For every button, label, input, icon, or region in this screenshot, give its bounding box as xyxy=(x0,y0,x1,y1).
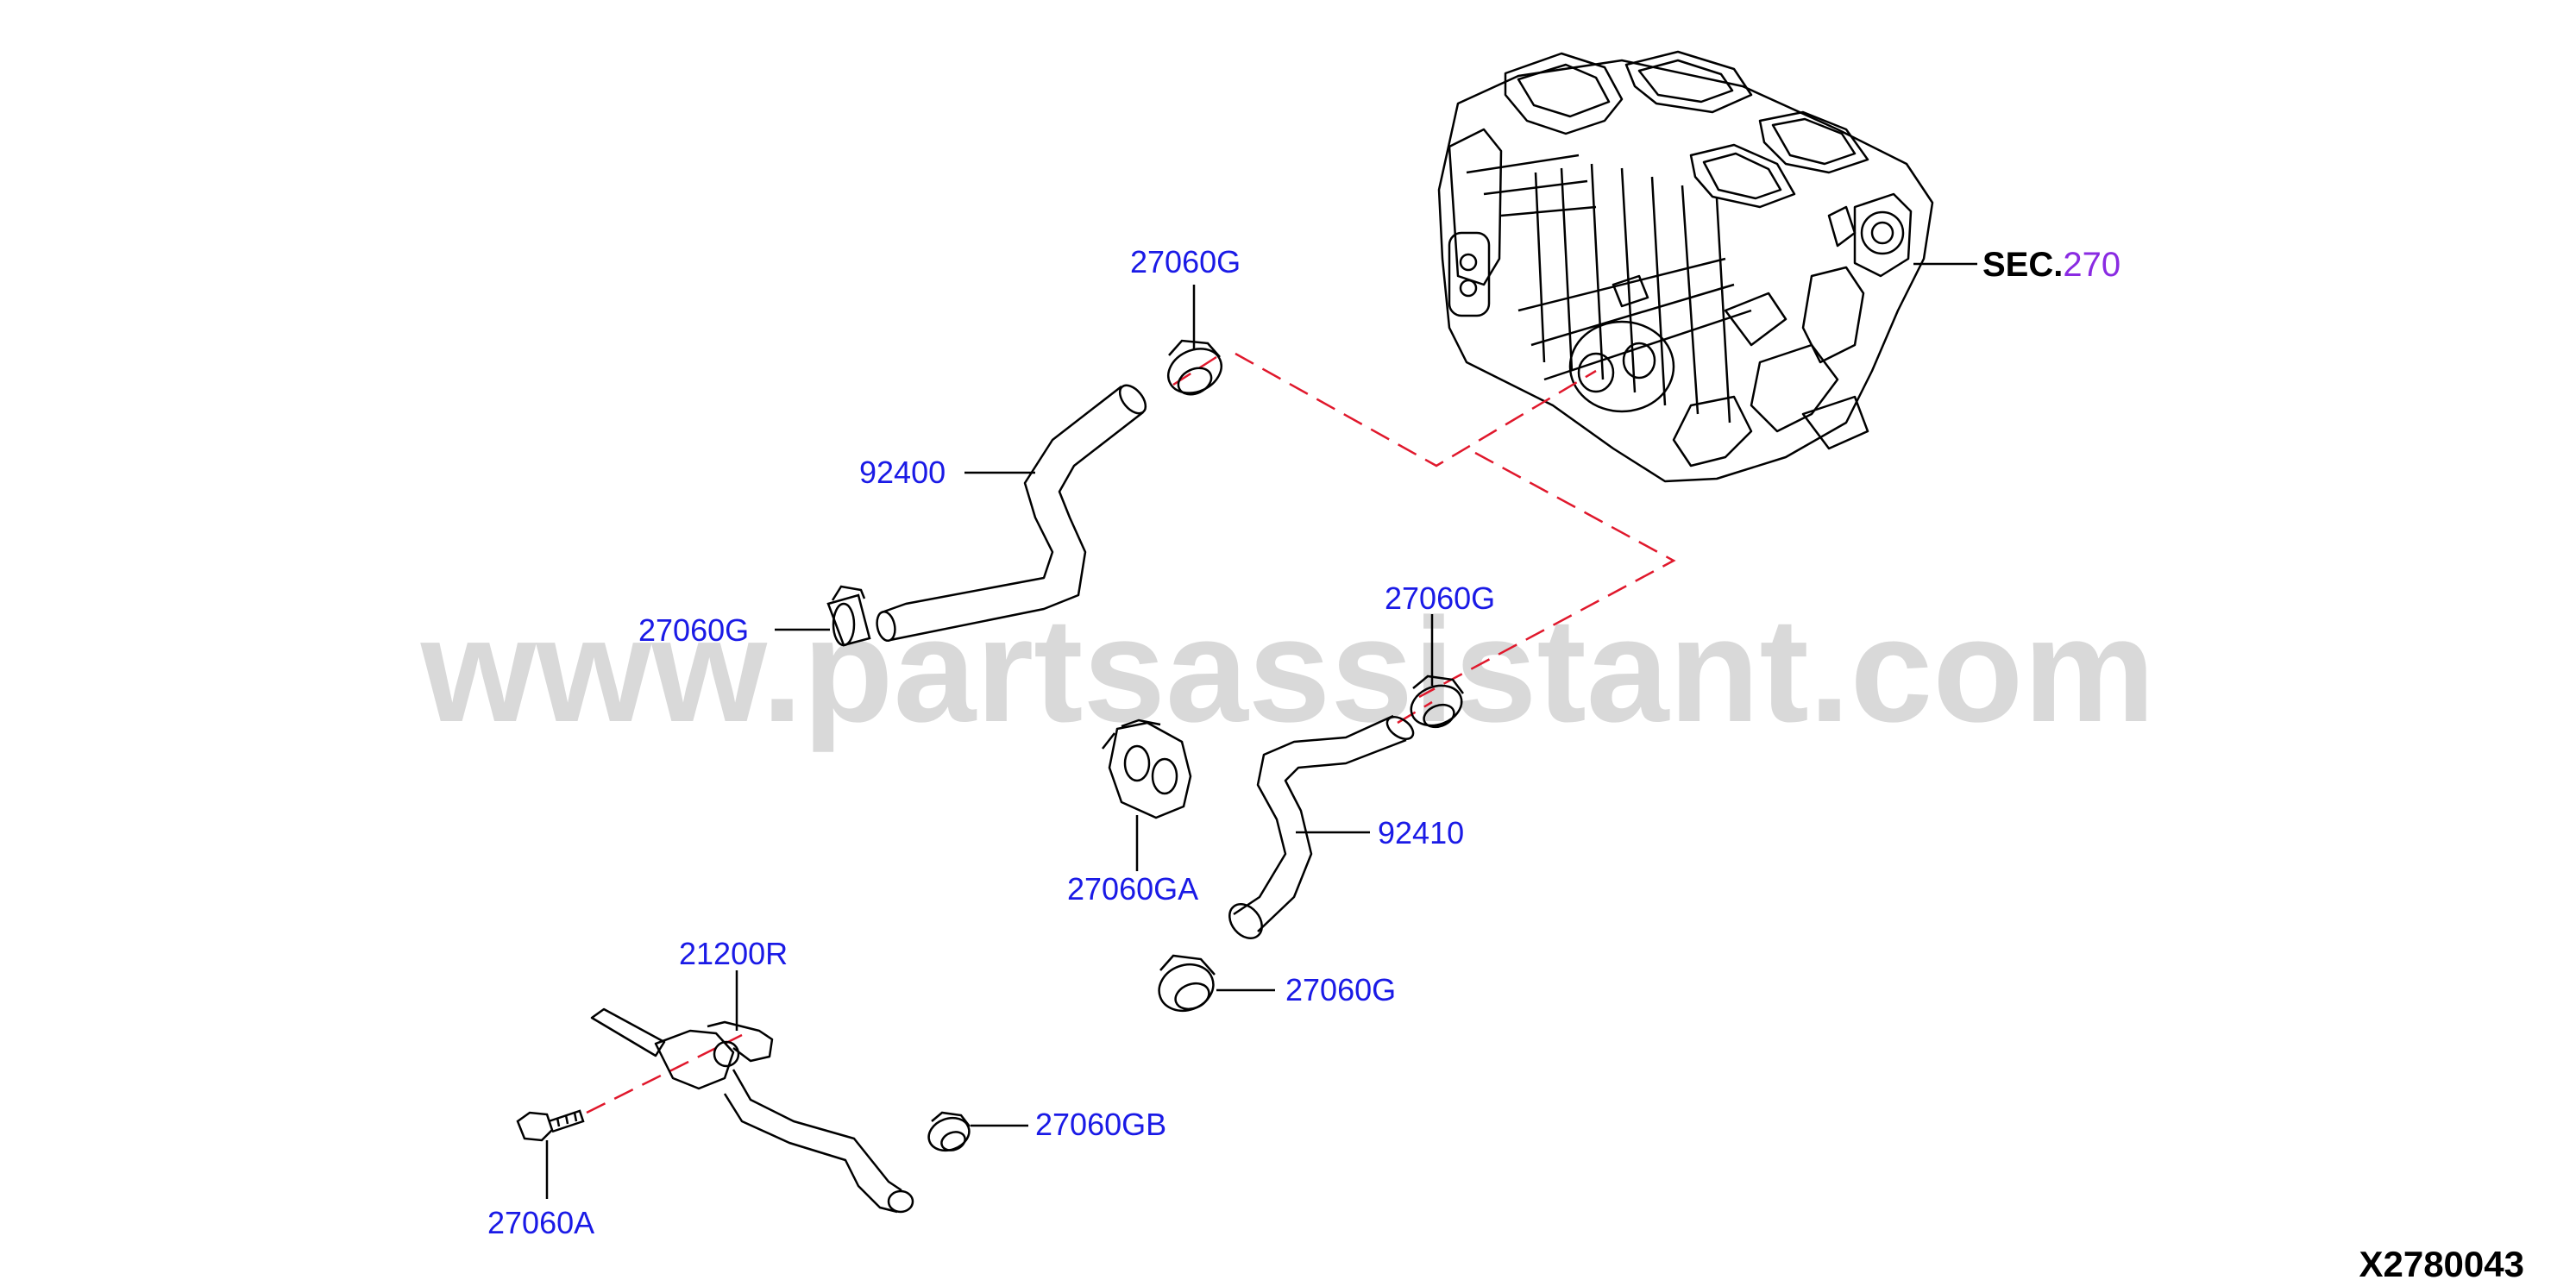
section-reference: SEC.270 xyxy=(1982,246,2120,284)
callout-92410: 92410 xyxy=(1378,815,1464,850)
clamp-left xyxy=(826,585,871,647)
callouts: 27060G 92400 27060G 27060G 27060GA 92410… xyxy=(487,244,1495,1240)
hose-92400 xyxy=(876,384,1147,643)
clamp-mid-right xyxy=(1410,675,1464,729)
centerline-lower-hose xyxy=(1418,451,1676,699)
valve-21200R xyxy=(590,1007,914,1214)
centerline-upper-hose xyxy=(1235,352,1597,467)
callout-21200R: 21200R xyxy=(679,936,788,971)
hose-92410 xyxy=(1228,714,1415,939)
callout-27060A: 27060A xyxy=(487,1205,594,1240)
watermark: www.partsassistant.com xyxy=(420,587,2156,753)
section-prefix: SEC. xyxy=(1982,246,2063,284)
clamp-lower xyxy=(1158,954,1216,1013)
grommet-27060GA xyxy=(1102,718,1192,819)
heater-unit xyxy=(1437,50,1934,483)
callout-27060G-lower: 27060G xyxy=(1285,972,1396,1007)
callout-27060GB: 27060GB xyxy=(1035,1107,1166,1142)
callout-27060G-left: 27060G xyxy=(638,612,749,648)
leader-lines xyxy=(545,262,1977,1199)
section-number: 270 xyxy=(2063,246,2120,284)
callout-27060G-mid: 27060G xyxy=(1385,580,1495,616)
callout-92400: 92400 xyxy=(859,455,946,490)
clamp-top xyxy=(1167,339,1222,396)
bolt-27060A xyxy=(516,1109,585,1142)
callout-27060GA: 27060GA xyxy=(1067,871,1198,907)
callout-27060G-top: 27060G xyxy=(1130,244,1241,279)
diagram-id: X2780043 xyxy=(2359,1244,2524,1280)
centerline-bolt xyxy=(586,1033,743,1114)
clamp-27060GB xyxy=(927,1111,971,1152)
